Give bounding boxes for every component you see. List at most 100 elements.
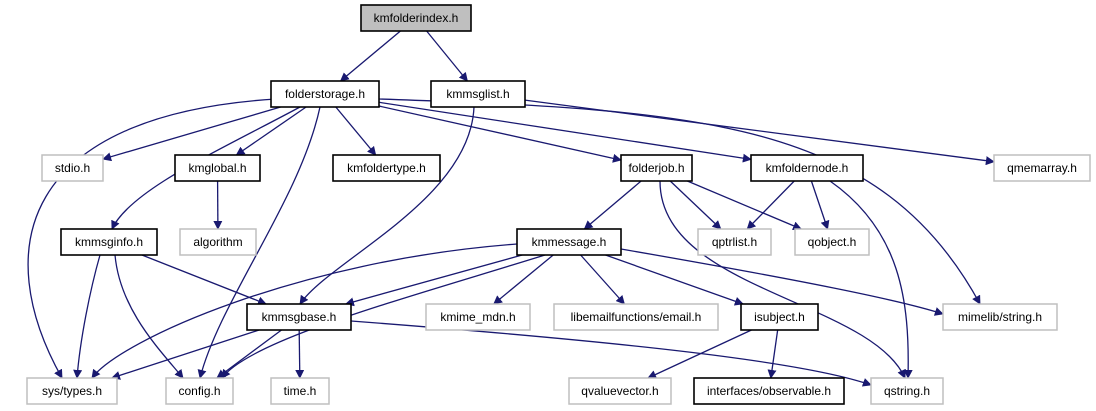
node-box (430, 80, 526, 108)
node-label: qptrlist.h (712, 235, 757, 249)
nodes-layer: kmfolderindex.h folderstorage.h kmmsglist.… (26, 4, 1091, 405)
node-label: qstring.h (884, 384, 930, 398)
edge-folderstorage-to-kmfoldertype (335, 106, 377, 156)
node-kmmessage[interactable]: kmmessage.h (516, 228, 622, 256)
node-box (568, 377, 672, 405)
edge-folderstorage-to-folderjob (378, 105, 622, 163)
node-folderstorage[interactable]: folderstorage.h (270, 80, 380, 108)
node-box (60, 228, 158, 256)
node-kmime_mdn: kmime_mdn.h (425, 303, 531, 331)
node-label: qvaluevector.h (581, 384, 658, 398)
node-box (270, 377, 330, 405)
node-label: libemailfunctions/email.h (571, 310, 702, 324)
node-label: algorithm (193, 235, 242, 249)
node-algorithm: algorithm (179, 228, 257, 256)
node-box (750, 154, 864, 182)
node-isubject[interactable]: isubject.h (740, 303, 819, 331)
node-box (360, 4, 472, 32)
node-label: isubject.h (754, 310, 805, 324)
node-box (174, 154, 261, 182)
edge-kmmsginfo-to-kmmsgbase (141, 254, 267, 306)
node-label: kmmessage.h (532, 235, 607, 249)
node-box (693, 377, 845, 405)
node-observable[interactable]: interfaces/observable.h (693, 377, 845, 405)
node-box (620, 154, 693, 182)
edge-folderjob-to-qobject (687, 180, 802, 230)
node-label: folderstorage.h (285, 87, 365, 101)
node-box (41, 154, 104, 182)
node-box (425, 303, 531, 331)
node-kmfoldernode[interactable]: kmfoldernode.h (750, 154, 864, 182)
edge-kmmessage-to-isubject (605, 254, 744, 306)
node-box (553, 303, 719, 331)
edge-kmmessage-to-email (580, 254, 625, 305)
edge-isubject-to-observable (767, 329, 779, 379)
node-box (697, 228, 772, 256)
node-qptrlist: qptrlist.h (697, 228, 772, 256)
node-qobject: qobject.h (794, 228, 870, 256)
edge-kmfoldernode-to-qstring (829, 180, 913, 379)
node-box (165, 377, 234, 405)
edge-folderstorage-to-kmglobal (235, 106, 307, 156)
node-label: time.h (284, 384, 317, 398)
node-label: kmfoldernode.h (766, 161, 849, 175)
node-label: kmfoldertype.h (347, 161, 426, 175)
node-kmfolderindex[interactable]: kmfolderindex.h (360, 4, 472, 32)
node-label: kmfolderindex.h (374, 11, 459, 25)
edge-kmmsgbase-to-sys_types (111, 329, 260, 380)
node-mimelib_string: mimelib/string.h (942, 303, 1058, 331)
edge-kmmessage-to-kmime_mdn (493, 254, 554, 305)
node-folderjob[interactable]: folderjob.h (620, 154, 693, 182)
node-label: sys/types.h (42, 384, 102, 398)
node-box (993, 154, 1091, 182)
node-stdio: stdio.h (41, 154, 104, 182)
edge-kmmsgbase-to-config (216, 329, 282, 379)
edge-kmmsgbase-to-time (295, 329, 305, 379)
edge-kmmsglist-to-qmemarray (524, 99, 995, 166)
node-config: config.h (165, 377, 234, 405)
node-label: interfaces/observable.h (707, 384, 831, 398)
node-sys_types: sys/types.h (26, 377, 118, 405)
node-kmmsgbase[interactable]: kmmsgbase.h (246, 303, 352, 331)
edge-kmmessage-to-kmmsgbase (344, 254, 523, 307)
node-label: qobject.h (808, 235, 857, 249)
node-box (794, 228, 870, 256)
node-kmglobal[interactable]: kmglobal.h (174, 154, 261, 182)
node-kmmsglist[interactable]: kmmsglist.h (430, 80, 526, 108)
edge-folderstorage-to-mimelib_string (378, 98, 981, 305)
node-box (179, 228, 257, 256)
node-qmemarray: qmemarray.h (993, 154, 1091, 182)
edge-folderstorage-to-sys_types (27, 98, 277, 379)
node-box (740, 303, 819, 331)
node-label: kmmsgbase.h (262, 310, 337, 324)
edge-folderjob-to-kmmessage (583, 180, 642, 230)
edge-kmfoldernode-to-qptrlist (746, 180, 795, 230)
node-box (26, 377, 118, 405)
edge-kmmsginfo-to-sys_types (73, 254, 101, 379)
node-qstring: qstring.h (870, 377, 944, 405)
node-label: stdio.h (55, 161, 90, 175)
node-label: qmemarray.h (1007, 161, 1077, 175)
edge-kmmessage-to-mimelib_string (620, 248, 944, 316)
node-box (516, 228, 622, 256)
edge-folderstorage-to-kmfoldernode (378, 101, 752, 163)
edge-kmmsginfo-to-config (114, 254, 184, 379)
edge-folderjob-to-qstring (659, 180, 906, 379)
node-box (870, 377, 944, 405)
node-label: kmglobal.h (188, 161, 246, 175)
node-label: config.h (178, 384, 220, 398)
node-box (246, 303, 352, 331)
node-label: kmmsginfo.h (75, 235, 143, 249)
node-label: kmime_mdn.h (440, 310, 515, 324)
node-time: time.h (270, 377, 330, 405)
node-box (942, 303, 1058, 331)
node-email: libemailfunctions/email.h (553, 303, 719, 331)
edge-folderstorage-to-config (197, 106, 321, 379)
node-kmfoldertype[interactable]: kmfoldertype.h (332, 154, 441, 182)
edge-kmfoldernode-to-qobject (810, 180, 830, 230)
node-box (332, 154, 441, 182)
edge-kmfolderindex-to-kmmsglist (426, 30, 468, 82)
node-label: kmmsglist.h (446, 87, 509, 101)
node-kmmsginfo[interactable]: kmmsginfo.h (60, 228, 158, 256)
